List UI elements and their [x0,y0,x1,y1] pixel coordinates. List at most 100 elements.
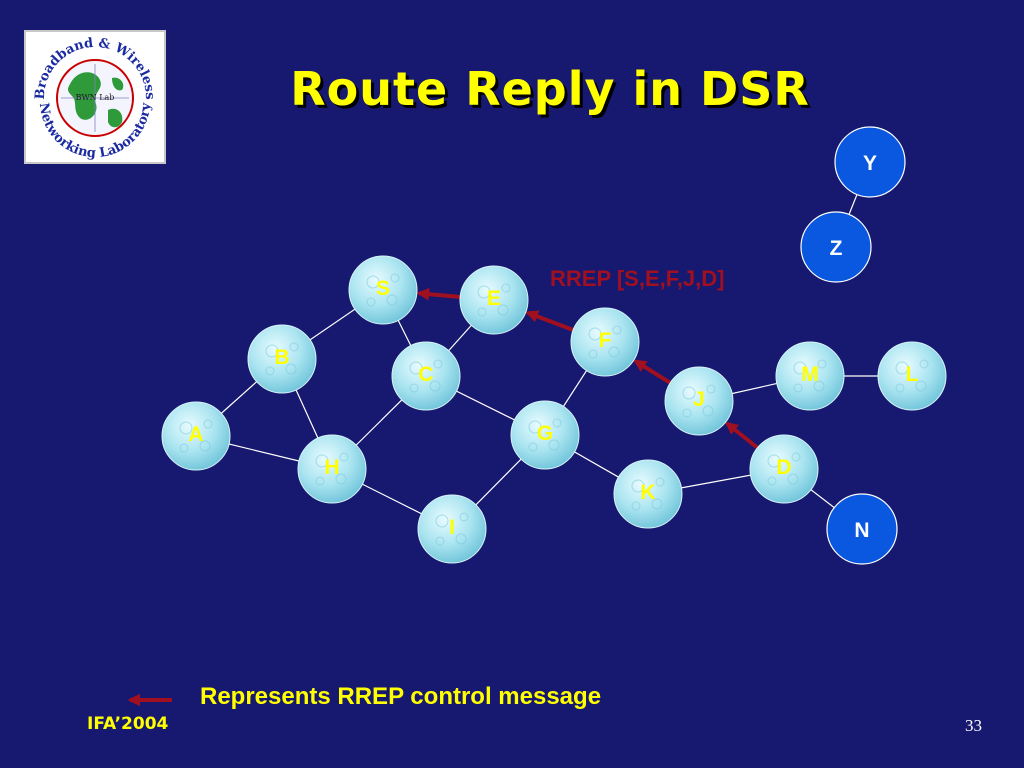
node-texture-bubble [895,361,909,375]
node-texture-bubble [285,363,297,375]
rrep-arrow-J-to-F [633,359,677,388]
node-Y-circle [834,126,906,198]
node-E-circle [459,265,529,335]
node-N: N [826,493,898,565]
node-L-label: L [906,363,919,386]
node-texture-bubble [203,419,213,429]
node-texture-bubble [265,366,275,376]
node-texture-bubble [435,514,449,528]
node-texture-bubble [651,498,663,510]
node-I-circle [417,494,487,564]
lab-logo: Broadband & Wireless Networking Laborato… [24,30,166,164]
node-texture-bubble [895,383,905,393]
node-K-circle [613,459,683,529]
node-texture-bubble [339,452,349,462]
node-C-label: C [418,363,433,386]
node-F: F [570,307,640,377]
node-B: B [247,324,317,394]
node-texture-bubble [335,473,347,485]
node-texture-bubble [528,442,538,452]
node-L-circle [877,341,947,411]
node-texture-bubble [608,346,620,358]
node-M-label: M [801,363,819,386]
node-texture-bubble [631,479,645,493]
node-D: D [749,434,819,504]
node-H-label: H [324,456,339,479]
node-texture-bubble [435,536,445,546]
node-E-label: E [487,287,501,310]
node-Y-label: Y [863,152,877,175]
node-texture-bubble [501,283,511,293]
node-texture-bubble [455,533,467,545]
node-M: M [775,341,845,411]
node-Z: Z [800,211,872,283]
node-texture-bubble [409,383,419,393]
node-texture-bubble [682,408,692,418]
node-S: S [348,255,418,325]
node-A-label: A [188,423,203,446]
node-texture-bubble [588,327,602,341]
node-B-label: B [274,346,289,369]
node-texture-bubble [767,454,781,468]
node-texture-bubble [315,476,325,486]
node-texture-bubble [793,383,803,393]
node-texture-bubble [548,439,560,451]
node-L: L [877,341,947,411]
node-S-circle [348,255,418,325]
node-Z-label: Z [830,237,843,260]
rrep-arrow-F-to-E [525,310,580,334]
node-texture-bubble [682,386,696,400]
slide-title: Route Reply in DSR [290,62,810,116]
node-texture-bubble [477,285,491,299]
node-texture-bubble [706,384,716,394]
node-F-label: F [599,329,612,352]
node-H-circle [297,434,367,504]
node-D-label: D [776,456,791,479]
node-B-circle [247,324,317,394]
node-texture-bubble [915,380,927,392]
node-texture-bubble [791,452,801,462]
node-G-label: G [537,422,553,445]
node-texture-bubble [588,349,598,359]
node-texture-bubble [528,420,542,434]
node-texture-bubble [409,361,423,375]
node-texture-bubble [265,344,279,358]
node-texture-bubble [433,359,443,369]
node-texture-bubble [817,359,827,369]
node-texture-bubble [429,380,441,392]
node-I-label: I [449,516,455,539]
node-Z-circle [800,211,872,283]
node-F-circle [570,307,640,377]
node-texture-bubble [179,421,193,435]
node-texture-bubble [179,443,189,453]
node-H: H [297,434,367,504]
node-texture-bubble [497,304,509,316]
node-K: K [613,459,683,529]
node-C-circle [391,341,461,411]
node-texture-bubble [552,418,562,428]
node-texture-bubble [813,380,825,392]
node-texture-bubble [631,501,641,511]
node-D-circle [749,434,819,504]
node-texture-bubble [366,275,380,289]
rrep-route-label: RREP [S,E,F,J,D] [550,266,725,291]
node-texture-bubble [315,454,329,468]
node-N-circle [826,493,898,565]
page-number: 33 [965,716,982,735]
node-texture-bubble [919,359,929,369]
node-N-label: N [854,519,869,542]
node-M-circle [775,341,845,411]
logo-center-text: BWN Lab [76,93,115,102]
node-texture-bubble [366,297,376,307]
footer-conference: IFA’2004 [87,714,169,734]
node-G: G [510,400,580,470]
node-texture-bubble [702,405,714,417]
node-Y: Y [834,126,906,198]
node-G-circle [510,400,580,470]
rrep-arrow-D-to-J [725,421,764,454]
node-texture-bubble [787,473,799,485]
rrep-arrow-layer [416,287,764,454]
node-texture-bubble [655,477,665,487]
node-K-label: K [640,481,655,504]
